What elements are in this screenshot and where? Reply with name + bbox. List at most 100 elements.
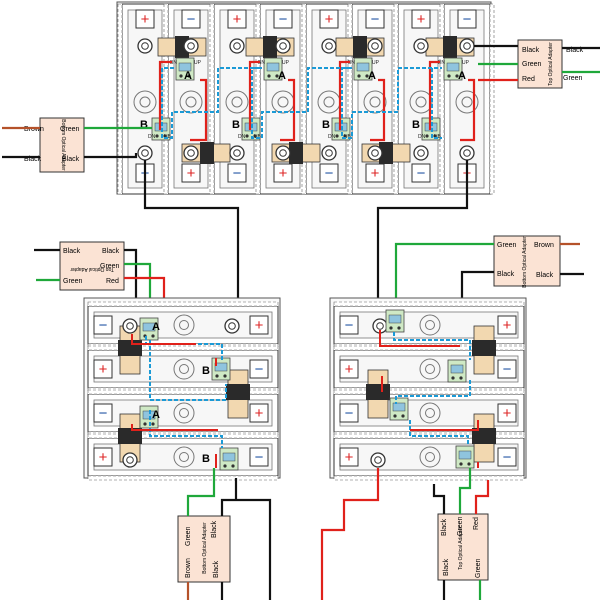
terminal-nut <box>459 145 475 161</box>
svg-text:UP: UP <box>372 60 380 66</box>
wire-label: Green <box>100 263 120 270</box>
wire-label: Red <box>522 76 535 83</box>
adapter-label: Top Optical Adapter <box>548 42 554 86</box>
negative-terminal-label: − <box>325 165 334 182</box>
link-wire-left <box>143 160 240 318</box>
balancer-a-label: A <box>184 70 192 82</box>
wire-label: Black <box>566 47 584 54</box>
svg-text:−: − <box>503 449 512 466</box>
adapter-label: Bottom Optical Adapter <box>202 522 208 574</box>
balancer-b-label: B <box>232 119 240 131</box>
svg-text:−: − <box>345 405 354 422</box>
negative-terminal-label: − <box>233 165 242 182</box>
terminal-nut <box>122 452 138 468</box>
svg-text:UP: UP <box>282 60 290 66</box>
wire-label: Black <box>102 248 120 255</box>
terminal-nut <box>413 145 429 161</box>
terminal-nut <box>137 145 153 161</box>
adapter-top-right: Top Optical Adapter Black Black Green Gr… <box>474 39 600 89</box>
svg-text:−: − <box>255 361 264 378</box>
terminal-badges: − + + − − + + − <box>339 315 517 467</box>
lower-right-battery-pack: − + + − − + + − <box>329 297 527 481</box>
terminal-nut <box>122 318 138 334</box>
balancer-b-label: B <box>202 453 210 465</box>
svg-text:DN: DN <box>418 134 426 140</box>
wire-label: Black <box>211 520 218 538</box>
busbars <box>118 325 250 463</box>
negative-terminal-label: − <box>279 11 288 28</box>
terminal-nut <box>321 38 337 54</box>
terminal-nut <box>370 452 386 468</box>
wire-label: Green <box>63 278 83 285</box>
wire-label: Black <box>536 272 554 279</box>
wire-label: Green <box>475 558 482 578</box>
wire-label: Green <box>457 516 464 536</box>
terminal-nut <box>183 145 199 161</box>
balancer-a-label: A <box>368 70 376 82</box>
terminal-nut <box>183 38 199 54</box>
wire-label: Black <box>213 560 220 578</box>
terminal-badges-top: + − + − + − + − <box>135 9 477 29</box>
balancer-b-label: B <box>202 365 210 377</box>
svg-text:BN: BN <box>258 60 265 66</box>
balancer-pcb <box>211 357 231 381</box>
wire-label: Green <box>497 242 517 249</box>
lower-left-battery-pack: − + + − − + + − A B A B <box>83 297 281 481</box>
adapter-mid-right: Bottom Optical Adapter Green Brown Black… <box>394 235 584 352</box>
balancer-pcb <box>389 397 409 421</box>
wire-label: Green <box>522 61 542 68</box>
svg-text:−: − <box>99 405 108 422</box>
balancer-pcb <box>219 447 239 471</box>
link-wire-right <box>376 160 469 318</box>
adapter-left: Bottom Optical Adapter Brown Green Black… <box>2 117 152 173</box>
svg-text:BN: BN <box>170 60 177 66</box>
adapter-bottom-right: Top Optical Adapter Black Green Red Blac… <box>432 468 490 600</box>
terminal-nut <box>459 38 475 54</box>
red-leads <box>379 330 479 468</box>
wire-label: Brown <box>185 558 192 578</box>
wire-label: Brown <box>534 242 554 249</box>
wire-label: Green <box>563 75 583 82</box>
negative-terminal-label: − <box>371 11 380 28</box>
terminal-nut <box>321 145 337 161</box>
main-positive-lead <box>320 468 380 600</box>
positive-terminal-label: + <box>141 11 150 28</box>
svg-text:+: + <box>99 449 108 466</box>
terminal-nut <box>137 38 153 54</box>
svg-text:+: + <box>345 449 354 466</box>
balancer-a-label: A <box>152 321 160 333</box>
top-battery-pack: + − + − + − + − − + − + − + − + <box>116 1 495 195</box>
svg-text:−: − <box>345 317 354 334</box>
wire-label: Black <box>443 558 450 576</box>
balancer-a-label: A <box>278 70 286 82</box>
wire-label: Black <box>63 248 81 255</box>
wire-label: Red <box>106 278 119 285</box>
svg-text:DN: DN <box>238 134 246 140</box>
balancer-a-label: A <box>152 409 160 421</box>
balancer-a-label: A <box>458 70 466 82</box>
positive-terminal-label: + <box>417 11 426 28</box>
svg-text:UP: UP <box>194 60 202 66</box>
svg-text:+: + <box>99 361 108 378</box>
balancer-b-label: B <box>322 119 330 131</box>
svg-text:UP: UP <box>462 60 470 66</box>
data-bus-top <box>161 67 442 139</box>
positive-terminal-label: + <box>325 11 334 28</box>
adapter-mid-left: Top Optical Adapter Black Black Green Gr… <box>34 241 232 322</box>
wire-label: Black <box>62 156 80 163</box>
negative-terminal-label: − <box>463 11 472 28</box>
svg-text:−: − <box>99 317 108 334</box>
red-leads-top <box>158 60 476 142</box>
svg-text:−: − <box>255 449 264 466</box>
data-bus <box>393 332 471 446</box>
svg-text:BN: BN <box>348 60 355 66</box>
terminal-nut <box>275 145 291 161</box>
balancer-b-label: B <box>412 119 420 131</box>
adapter-label: Top Optical Adapter <box>70 266 114 272</box>
terminal-nut <box>224 318 240 334</box>
svg-text:+: + <box>345 361 354 378</box>
wire-label: Red <box>473 517 480 530</box>
svg-text:+: + <box>255 317 264 334</box>
terminal-nut <box>367 38 383 54</box>
